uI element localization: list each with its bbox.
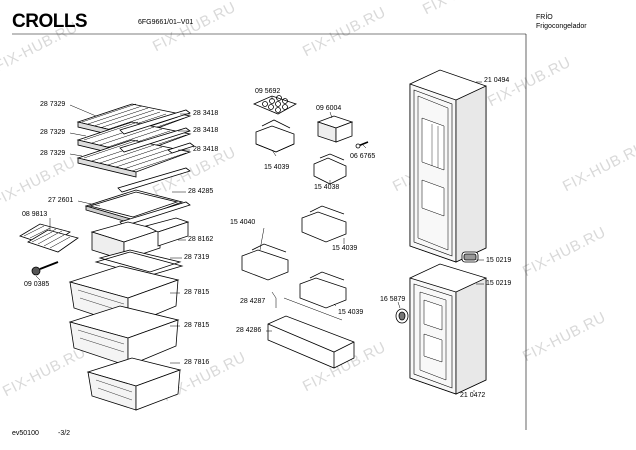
- part-label: 08 9813: [22, 211, 48, 218]
- part-label: 28 7329: [40, 150, 66, 157]
- part-label: 27 2601: [48, 197, 74, 204]
- category-title: FRÍO: [536, 14, 553, 21]
- door-rack-small-1: [255, 119, 295, 153]
- part-label: 06 6765: [350, 153, 376, 160]
- part-label: 21 0494: [484, 77, 510, 84]
- part-label: 28 7329: [40, 101, 66, 108]
- part-label: 21 0472: [460, 392, 486, 399]
- part-label: 28 7816: [184, 359, 210, 366]
- part-label: 15 0219: [486, 280, 512, 287]
- brand-logo: CROLLS: [12, 11, 88, 32]
- part-label: 16 5879: [380, 296, 406, 303]
- part-label: 28 3418: [193, 110, 219, 117]
- shelf-rail-1: [119, 109, 191, 135]
- thermostat-knob: [395, 308, 409, 324]
- part-label: 09 5692: [255, 88, 281, 95]
- part-label: 15 4039: [338, 309, 364, 316]
- part-label: 28 7329: [40, 129, 66, 136]
- door-rack-small-2: [313, 153, 347, 185]
- wire-shelf-bottom: [76, 139, 192, 178]
- part-label: 28 7815: [184, 322, 210, 329]
- part-label: 28 3418: [193, 127, 219, 134]
- door-rack-small-5: [299, 271, 347, 309]
- part-label: 28 8162: [188, 236, 214, 243]
- egg-tray: [252, 95, 297, 115]
- leader-lines: [35, 81, 484, 392]
- drawer-cover: [98, 249, 182, 273]
- door-rack-small-4: [241, 243, 289, 281]
- part-label: 15 4039: [332, 245, 358, 252]
- shelf-rail-3: [117, 167, 191, 193]
- freezer-door: [409, 263, 487, 395]
- part-label: 15 4039: [264, 164, 290, 171]
- part-label: 15 4040: [230, 219, 256, 226]
- door-handle-1: [461, 251, 479, 263]
- bottle-rack: [267, 297, 355, 369]
- butter-dish: [316, 115, 354, 143]
- part-label: 28 3418: [193, 146, 219, 153]
- part-label: 28 4287: [240, 298, 266, 305]
- glass-shelf: [84, 189, 184, 225]
- part-label: 28 7319: [184, 254, 210, 261]
- part-label: 28 4286: [236, 327, 262, 334]
- footer-code: ev50100: [12, 430, 39, 437]
- part-label: 28 7815: [184, 289, 210, 296]
- part-label: 15 4038: [314, 184, 340, 191]
- crisper-drawer-2: [68, 305, 180, 367]
- ice-tray: [19, 223, 79, 253]
- part-label: 09 6004: [316, 105, 342, 112]
- screw: [355, 141, 369, 149]
- part-label: 28 4285: [188, 188, 214, 195]
- fridge-door: [409, 69, 487, 263]
- category-subtitle: Frigocongelador: [536, 23, 587, 30]
- part-label: 09 0385: [24, 281, 50, 288]
- part-label: 15 0219: [486, 257, 512, 264]
- footer-page: -3/2: [58, 430, 71, 437]
- crisper-drawer-3: [86, 357, 182, 411]
- door-rack-small-3: [301, 205, 347, 243]
- ice-scraper: [31, 261, 59, 276]
- model-number: 6FG9661/01–V01: [138, 19, 194, 26]
